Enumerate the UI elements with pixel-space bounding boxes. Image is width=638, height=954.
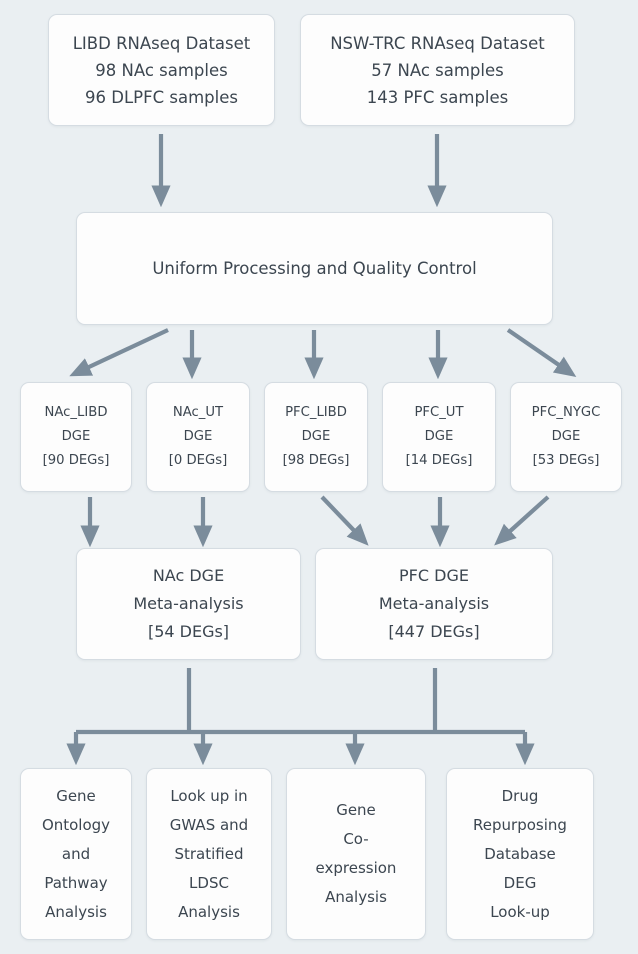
node-nac-libd-dge: NAc_LIBD DGE [90 DEGs] <box>20 382 132 492</box>
gene-ontology-line-1: Gene <box>56 786 96 805</box>
pfc-ut-dge-line-1: PFC_UT <box>414 405 464 420</box>
node-nswtrc-dataset: NSW-TRC RNAseq Dataset 57 NAc samples 14… <box>300 14 575 126</box>
pfc-meta-line-2: Meta-analysis <box>378 594 490 613</box>
nac-ut-dge-line-3: [0 DEGs] <box>168 453 228 468</box>
drug-repurposing-line-3: Database <box>484 844 556 863</box>
node-drug-repurposing-deg-lookup: Drug Repurposing Database DEG Look-up <box>446 768 594 940</box>
nac-meta-line-3: [54 DEGs] <box>147 622 230 641</box>
edge-pfc-nygc-to-pfc-meta <box>494 495 550 546</box>
pfc-libd-dge-line-1: PFC_LIBD <box>285 405 347 420</box>
node-nac-dge-meta-analysis: NAc DGE Meta-analysis [54 DEGs] <box>76 548 301 660</box>
node-nac-ut-dge: NAc_UT DGE [0 DEGs] <box>146 382 250 492</box>
gene-ontology-line-4: Pathway <box>44 873 108 892</box>
pfc-nygc-dge-line-2: DGE <box>551 429 581 444</box>
nac-libd-dge-line-3: [90 DEGs] <box>42 453 110 468</box>
pfc-ut-dge-line-2: DGE <box>424 429 454 444</box>
drug-repurposing-line-5: Look-up <box>490 902 550 921</box>
pfc-nygc-dge-line-1: PFC_NYGC <box>531 405 601 420</box>
node-gwas-ldsc-lookup: Look up in GWAS and Stratified LDSC Anal… <box>146 768 272 940</box>
node-uniform-processing-qc: Uniform Processing and Quality Control <box>76 212 553 325</box>
node-gene-coexpression-analysis: Gene Co- expression Analysis <box>286 768 426 940</box>
pfc-nygc-dge-line-3: [53 DEGs] <box>532 453 600 468</box>
nswtrc-dataset-line-3: 143 PFC samples <box>366 87 509 107</box>
nac-meta-line-1: NAc DGE <box>152 566 225 585</box>
coexpression-line-4: Analysis <box>325 888 387 906</box>
pfc-libd-dge-line-3: [98 DEGs] <box>282 453 350 468</box>
node-pfc-libd-dge: PFC_LIBD DGE [98 DEGs] <box>264 382 368 492</box>
nac-ut-dge-line-2: DGE <box>183 429 213 444</box>
nswtrc-dataset-line-2: 57 NAc samples <box>371 60 504 80</box>
drug-repurposing-line-4: DEG <box>503 873 537 892</box>
libd-dataset-line-3: 96 DLPFC samples <box>85 87 238 107</box>
edge-pfc-libd-to-pfc-meta <box>320 495 369 546</box>
coexpression-line-1: Gene <box>336 801 376 819</box>
drug-repurposing-line-1: Drug <box>501 786 539 805</box>
node-pfc-dge-meta-analysis: PFC DGE Meta-analysis [447 DEGs] <box>315 548 553 660</box>
gwas-ldsc-line-3: Stratified <box>174 844 244 863</box>
pfc-libd-dge-line-2: DGE <box>301 429 331 444</box>
node-pfc-nygc-dge: PFC_NYGC DGE [53 DEGs] <box>510 382 622 492</box>
node-pfc-ut-dge: PFC_UT DGE [14 DEGs] <box>382 382 496 492</box>
qc-line-1: Uniform Processing and Quality Control <box>152 259 477 278</box>
coexpression-line-3: expression <box>315 859 397 877</box>
nac-meta-line-2: Meta-analysis <box>133 594 244 613</box>
coexpression-line-2: Co- <box>343 830 369 848</box>
libd-dataset-line-2: 98 NAc samples <box>95 60 228 80</box>
edge-qc-to-pfc-nygc <box>506 328 577 377</box>
gwas-ldsc-line-2: GWAS and <box>169 815 249 834</box>
gwas-ldsc-line-4: LDSC <box>189 873 229 892</box>
node-gene-ontology-pathway: Gene Ontology and Pathway Analysis <box>20 768 132 940</box>
gwas-ldsc-line-1: Look up in <box>170 786 248 805</box>
gene-ontology-line-2: Ontology <box>41 815 111 834</box>
libd-dataset-line-1: LIBD RNAseq Dataset <box>72 33 251 53</box>
gwas-ldsc-line-5: Analysis <box>178 902 240 921</box>
edge-qc-to-nac-libd <box>69 328 169 377</box>
nswtrc-dataset-line-1: NSW-TRC RNAseq Dataset <box>330 33 545 53</box>
nac-libd-dge-line-2: DGE <box>61 429 91 444</box>
nac-ut-dge-line-1: NAc_UT <box>172 405 224 420</box>
nac-libd-dge-line-1: NAc_LIBD <box>44 405 108 420</box>
node-libd-dataset: LIBD RNAseq Dataset 98 NAc samples 96 DL… <box>48 14 275 126</box>
pfc-meta-line-3: [447 DEGs] <box>388 622 480 641</box>
pfc-meta-line-1: PFC DGE <box>399 566 469 585</box>
pfc-ut-dge-line-3: [14 DEGs] <box>405 453 473 468</box>
gene-ontology-line-3: and <box>61 844 91 863</box>
drug-repurposing-line-2: Repurposing <box>473 815 567 834</box>
gene-ontology-line-5: Analysis <box>45 902 107 921</box>
